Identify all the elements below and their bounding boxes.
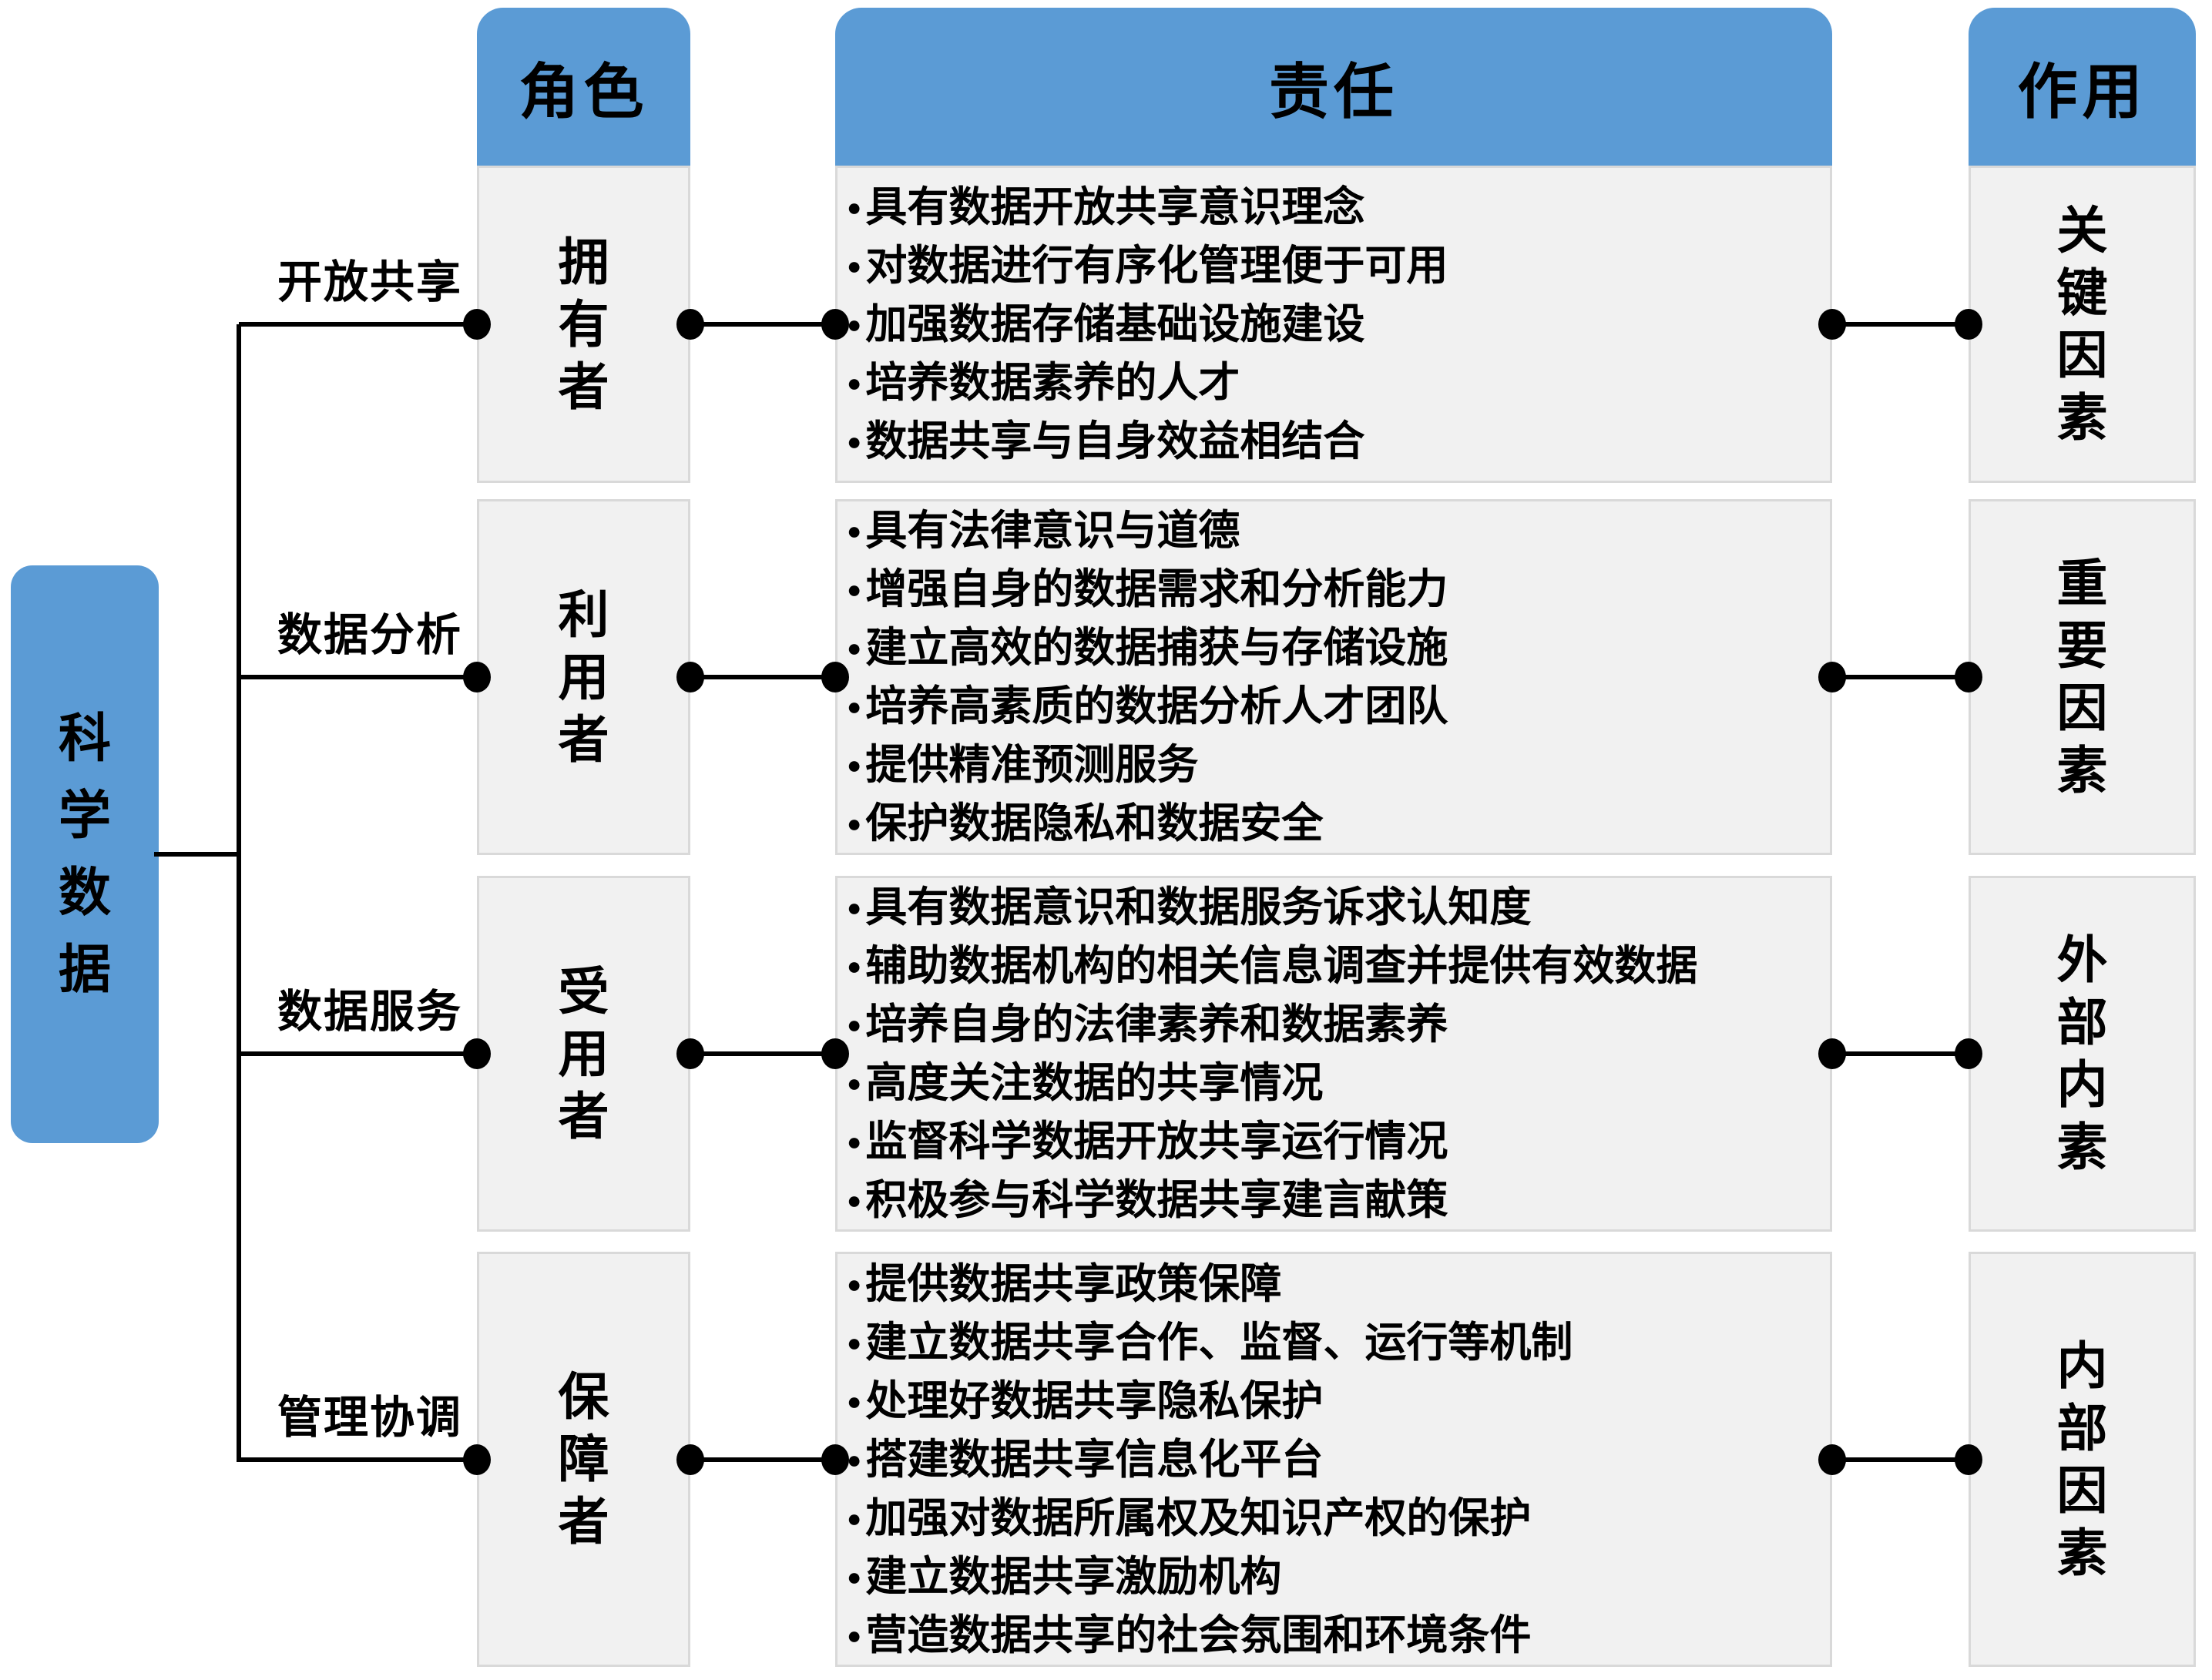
- duty-list: 提供数据共享政策保障建立数据共享合作、监督、运行等机制处理好数据共享隐私保护搭建…: [837, 1255, 1830, 1665]
- connector-line: [690, 322, 835, 327]
- connector-dot: [1818, 309, 1846, 340]
- role-box-user: 利用者: [477, 499, 690, 855]
- connector-dot: [463, 1444, 491, 1475]
- connector-dot: [1818, 1038, 1846, 1069]
- role-label: 保障者: [558, 1368, 609, 1550]
- branch-label: 数据服务: [277, 987, 463, 1037]
- duty-item: 建立数据共享激励机构: [847, 1548, 1822, 1606]
- duty-item: 培养高素质的数据分析人才团队: [847, 677, 1822, 736]
- root-node-science-data: 科学数据: [11, 565, 159, 1143]
- connector-line: [690, 1457, 835, 1462]
- branch-label: 数据分析: [277, 610, 463, 660]
- duty-item: 保护数据隐私和数据安全: [847, 794, 1822, 853]
- duty-item: 辅助数据机构的相关信息调查并提供有效数据: [847, 937, 1822, 995]
- duty-item: 提供数据共享政策保障: [847, 1255, 1822, 1313]
- connector-dot: [821, 1038, 849, 1069]
- column-header-role-label: 角色: [519, 57, 649, 126]
- connector-dot: [463, 1038, 491, 1069]
- duty-item: 培养自身的法律素养和数据素养: [847, 995, 1822, 1054]
- branch-line-data-service: [239, 1051, 477, 1056]
- role-box-owner: 拥有者: [477, 166, 690, 483]
- connector-dot: [1818, 662, 1846, 692]
- connector-line: [1832, 675, 1969, 679]
- duty-list: 具有数据开放共享意识理念对数据进行有序化管理便于可用加强数据存储基础设施建设培养…: [837, 178, 1830, 471]
- effect-label: 关键因素: [2056, 202, 2108, 446]
- connector-line: [1832, 322, 1969, 327]
- branch-label: 开放共享: [277, 257, 463, 307]
- branch-line-management: [239, 1457, 477, 1462]
- connector-line: [690, 675, 835, 679]
- column-header-responsibility: 责任: [835, 8, 1832, 166]
- connector-dot: [821, 309, 849, 340]
- connector-line: [1832, 1051, 1969, 1056]
- duty-item: 积极参与科学数据共享建言献策: [847, 1171, 1822, 1229]
- responsibility-box: 具有数据意识和数据服务诉求认知度辅助数据机构的相关信息调查并提供有效数据培养自身…: [835, 876, 1832, 1232]
- column-header-role: 角色: [477, 8, 690, 166]
- effect-label: 重要因素: [2056, 555, 2108, 799]
- connector-dot: [1955, 1038, 1982, 1069]
- responsibility-box: 提供数据共享政策保障建立数据共享合作、监督、运行等机制处理好数据共享隐私保护搭建…: [835, 1252, 1832, 1667]
- connector-line: [690, 1051, 835, 1056]
- duty-item: 提供精准预测服务: [847, 736, 1822, 794]
- duty-list: 具有法律意识与道德增强自身的数据需求和分析能力建立高效的数据捕获与存储设施培养高…: [837, 501, 1830, 853]
- connector-dot: [676, 662, 704, 692]
- connector-dot: [1955, 662, 1982, 692]
- duty-item: 数据共享与自身效益相结合: [847, 412, 1822, 471]
- duty-item: 建立高效的数据捕获与存储设施: [847, 619, 1822, 677]
- duty-item: 具有数据意识和数据服务诉求认知度: [847, 878, 1822, 937]
- effect-box-internal-factor: 内部因素: [1969, 1252, 2196, 1667]
- branch-label: 管理协调: [277, 1393, 463, 1443]
- duty-item: 增强自身的数据需求和分析能力: [847, 560, 1822, 619]
- column-header-effect: 作用: [1969, 8, 2196, 166]
- effect-label: 内部因素: [2056, 1336, 2108, 1581]
- role-label: 受用者: [558, 962, 609, 1145]
- duty-item: 处理好数据共享隐私保护: [847, 1372, 1822, 1430]
- connector-dot: [1955, 1444, 1982, 1475]
- connector-dot: [676, 1444, 704, 1475]
- root-connector-line: [154, 852, 239, 857]
- duty-list: 具有数据意识和数据服务诉求认知度辅助数据机构的相关信息调查并提供有效数据培养自身…: [837, 878, 1830, 1229]
- effect-label: 外部内素: [2056, 931, 2108, 1175]
- duty-item: 加强对数据所属权及知识产权的保护: [847, 1489, 1822, 1548]
- branch-line-open-sharing: [239, 322, 477, 327]
- duty-item: 具有法律意识与道德: [847, 501, 1822, 560]
- duty-item: 具有数据开放共享意识理念: [847, 178, 1822, 236]
- column-header-effect-label: 作用: [2017, 57, 2147, 126]
- role-label: 利用者: [558, 585, 609, 768]
- duty-item: 高度关注数据的共享情况: [847, 1054, 1822, 1112]
- duty-item: 监督科学数据开放共享运行情况: [847, 1112, 1822, 1171]
- duty-item: 搭建数据共享信息化平台: [847, 1430, 1822, 1489]
- responsibility-box: 具有数据开放共享意识理念对数据进行有序化管理便于可用加强数据存储基础设施建设培养…: [835, 166, 1832, 483]
- connector-dot: [1955, 309, 1982, 340]
- duty-item: 加强数据存储基础设施建设: [847, 295, 1822, 354]
- root-node-label: 科学数据: [58, 709, 111, 999]
- role-label: 拥有者: [558, 233, 609, 415]
- tree-trunk-line: [237, 324, 241, 1462]
- connector-dot: [821, 1444, 849, 1475]
- duty-item: 营造数据共享的社会氛围和环境条件: [847, 1606, 1822, 1665]
- column-header-responsibility-label: 责任: [1268, 57, 1398, 126]
- effect-box-important-factor: 重要因素: [1969, 499, 2196, 855]
- role-box-guarantor: 保障者: [477, 1252, 690, 1667]
- connector-dot: [1818, 1444, 1846, 1475]
- connector-dot: [463, 662, 491, 692]
- connector-line: [1832, 1457, 1969, 1462]
- duty-item: 对数据进行有序化管理便于可用: [847, 236, 1822, 295]
- effect-box-key-factor: 关键因素: [1969, 166, 2196, 483]
- duty-item: 培养数据素养的人才: [847, 354, 1822, 412]
- connector-dot: [463, 309, 491, 340]
- connector-dot: [676, 309, 704, 340]
- responsibility-box: 具有法律意识与道德增强自身的数据需求和分析能力建立高效的数据捕获与存储设施培养高…: [835, 499, 1832, 855]
- connector-dot: [821, 662, 849, 692]
- effect-box-external-factor: 外部内素: [1969, 876, 2196, 1232]
- connector-dot: [676, 1038, 704, 1069]
- duty-item: 建立数据共享合作、监督、运行等机制: [847, 1313, 1822, 1372]
- role-box-beneficiary: 受用者: [477, 876, 690, 1232]
- branch-line-data-analysis: [239, 675, 477, 679]
